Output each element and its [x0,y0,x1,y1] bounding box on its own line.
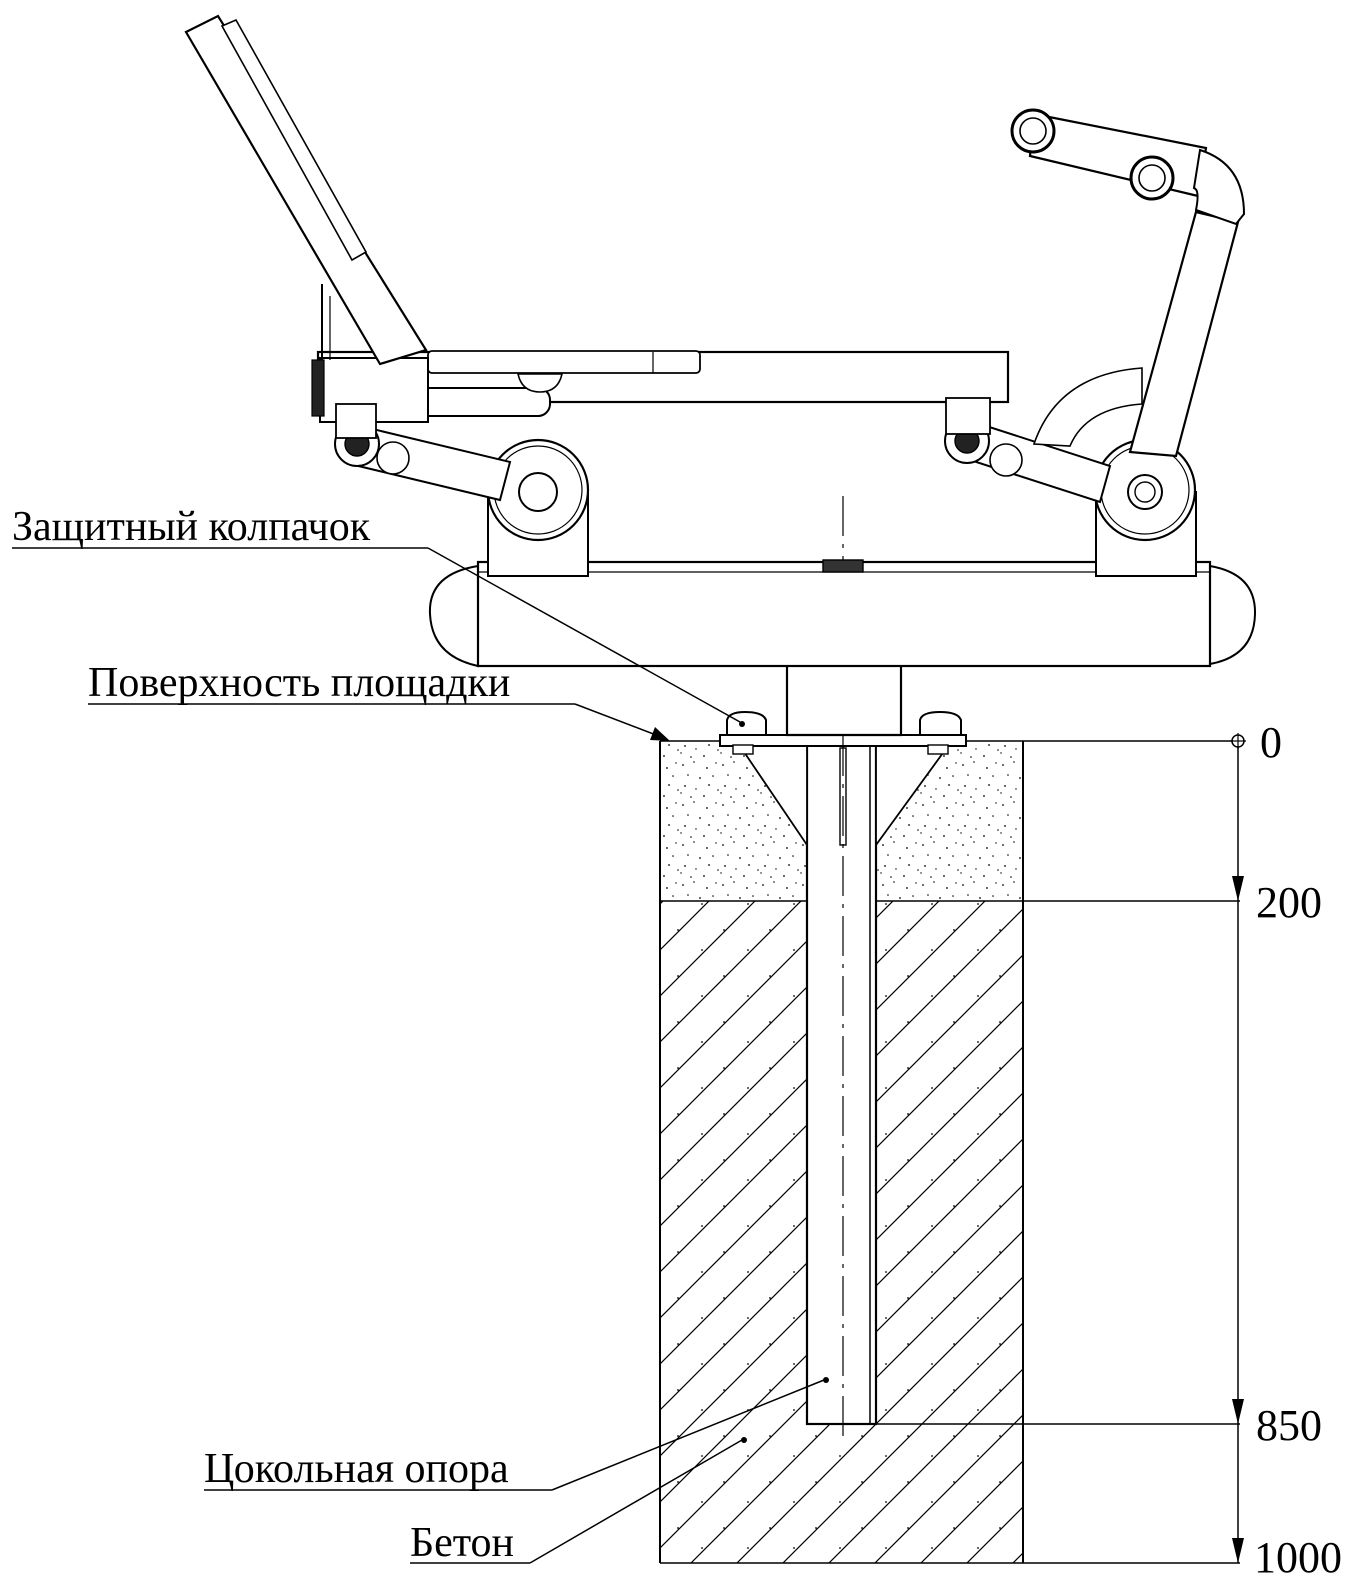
right-protective-cap [919,710,962,736]
backrest-pad [220,18,368,262]
arrow-1000 [1232,1538,1244,1563]
handle-post [1128,210,1240,458]
handle-grip-outer-inner [1019,117,1047,145]
label-surface: Поверхность площадки [88,660,510,706]
seat-under-clamp [517,373,563,393]
right-bolt [927,744,949,755]
left-arm-pin [376,441,410,475]
beam [476,560,1212,668]
leader-concrete-dot [741,1437,747,1443]
left-protective-cap [726,710,767,736]
seat-cushion [427,350,701,374]
leader-surface [574,703,665,739]
leader-cap-dot [739,721,745,727]
dim-1000: 1000 [1254,1533,1342,1574]
handle-bar [1028,112,1208,198]
post [805,743,878,1426]
dim-200: 200 [1256,878,1322,927]
seat-end-cap [311,359,325,417]
dim-850: 850 [1256,1401,1322,1450]
left-hinge-block [335,403,377,439]
leader-surface-arrow [650,727,670,741]
left-beam-end [428,564,479,668]
right-arm-pin [989,443,1023,477]
handle-grip-inner-inner [1138,164,1166,192]
beam-center-clamp [822,559,864,573]
leader-concrete [529,1439,743,1564]
backrest [184,14,428,366]
right-hinge-block [945,397,991,435]
label-post: Цокольная опора [204,1446,509,1492]
leader-cap [427,547,741,723]
label-protective-cap: Защитный колпачок [12,504,371,550]
dim-0: 0 [1260,718,1282,767]
callouts: Защитный колпачок Поверхность площадки Ц… [12,504,829,1566]
leader-post [551,1379,825,1491]
handle-arc [1032,367,1143,447]
arrow-850 [1232,1399,1244,1424]
left-wheel-hub [518,472,558,512]
foundation [659,496,1240,1564]
right-wheel-hub-inner [1134,481,1156,503]
handle-elbow [1192,148,1246,226]
label-concrete: Бетон [410,1520,514,1566]
right-beam-end [1209,564,1257,666]
dimension-chain: 0 200 850 1000 [1230,718,1342,1574]
leader-post-dot [823,1377,829,1383]
left-bolt [732,744,754,755]
equipment [184,14,1257,737]
arrow-200 [1232,876,1244,901]
